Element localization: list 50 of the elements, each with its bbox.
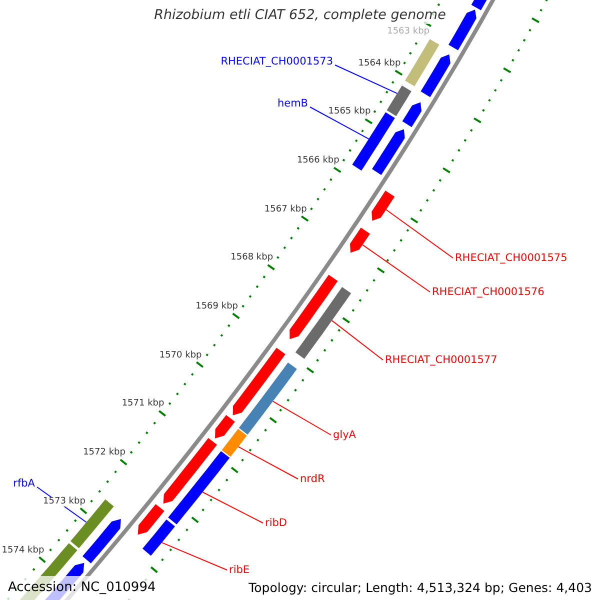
scale-label: 1574 kbp xyxy=(2,546,44,556)
gene-label: RHECIAT_CH0001576 xyxy=(432,286,544,298)
leader-line xyxy=(238,446,298,480)
gene-block xyxy=(138,504,164,535)
gene-label: RHECIAT_CH0001575 xyxy=(455,252,568,264)
scale-label: 1567 kbp xyxy=(264,205,307,214)
gene-label: RHECIAT_CH0001577 xyxy=(385,354,498,366)
gene-block xyxy=(82,519,121,564)
gene-block xyxy=(402,102,422,128)
scale-label: 1570 kbp xyxy=(159,351,202,360)
gene-block xyxy=(372,190,395,221)
scale-label: 1564 kbp xyxy=(358,59,401,68)
gene-block xyxy=(290,274,338,340)
leader-line xyxy=(202,492,264,524)
scale-label: 1571 kbp xyxy=(122,400,164,409)
leader-line xyxy=(331,320,384,360)
gene-block xyxy=(372,129,405,175)
gene-label: glyA xyxy=(333,430,356,440)
gene-block xyxy=(405,39,440,86)
gene-block xyxy=(420,54,450,98)
gene-block xyxy=(386,86,412,116)
scale-label: 1572 kbp xyxy=(83,448,126,458)
gene-label: rfbA xyxy=(13,478,35,490)
gene-block xyxy=(163,438,217,504)
leader-line xyxy=(334,64,398,94)
gene-label: RHECIAT_CH0001573 xyxy=(220,56,333,68)
scale-label: 1569 kbp xyxy=(196,302,238,312)
gene-block xyxy=(215,415,235,438)
gene-block xyxy=(238,362,297,435)
gene-block xyxy=(222,428,247,457)
gene-block xyxy=(295,287,352,359)
gene-block xyxy=(350,228,370,253)
gene-block xyxy=(448,10,476,50)
gene-block xyxy=(142,520,175,556)
scale-label: 1573 kbp xyxy=(43,497,86,506)
scale-label: 1563 kbp xyxy=(387,28,430,37)
scale-label: 1565 kbp xyxy=(328,108,371,117)
leader-line xyxy=(161,542,228,570)
gene-label: hemB xyxy=(277,98,308,110)
leader-line xyxy=(310,106,370,140)
leader-line xyxy=(272,400,332,436)
gene-block xyxy=(232,348,286,416)
gene-label: nrdR xyxy=(300,474,325,484)
gene-block xyxy=(168,451,230,524)
gene-label: ribD xyxy=(265,518,287,528)
scale-label: 1566 kbp xyxy=(296,156,340,166)
gene-label: ribE xyxy=(229,564,250,576)
leader-line xyxy=(386,209,454,258)
scale-label: 1568 kbp xyxy=(230,254,274,263)
leader-line xyxy=(362,244,430,292)
